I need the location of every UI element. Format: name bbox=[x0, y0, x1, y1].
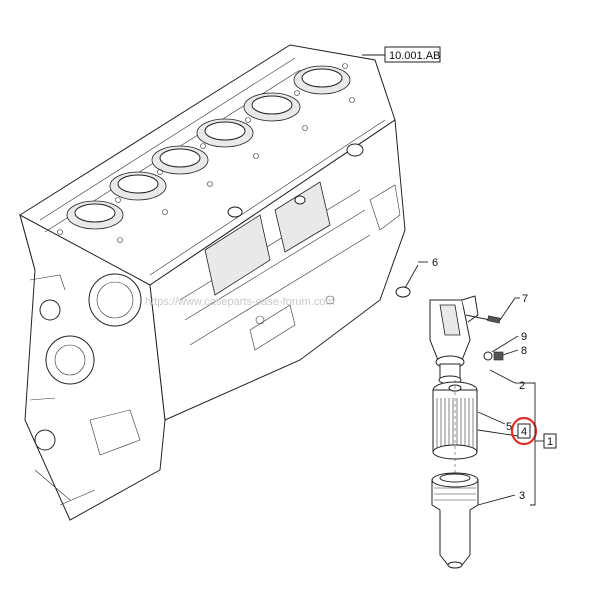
callout-4-box bbox=[517, 423, 531, 439]
callout-2: 2 bbox=[519, 380, 525, 392]
callout-5-group: 5 bbox=[477, 411, 512, 433]
callout-8: 8 bbox=[521, 345, 527, 357]
callout-4: 4 bbox=[521, 426, 527, 438]
engine-block bbox=[19, 44, 406, 521]
reference-box bbox=[384, 46, 441, 63]
assembly-bracket: 1 bbox=[530, 382, 557, 506]
part-3-filter-housing: 3 bbox=[431, 472, 525, 569]
callout-3: 3 bbox=[519, 490, 525, 502]
reference-label: 10.001.AB bbox=[389, 50, 440, 62]
cylinder-bores bbox=[66, 65, 351, 230]
part-8-plug: 8 bbox=[493, 345, 527, 361]
side-face-details bbox=[179, 143, 401, 351]
highlight-circle bbox=[510, 416, 538, 446]
callout-9: 9 bbox=[521, 331, 527, 343]
watermark-text: https://www.caseparts-case-forum.com bbox=[145, 296, 335, 308]
deck-bolt-holes bbox=[57, 63, 355, 243]
part-9-seal: 9 bbox=[483, 331, 527, 361]
callout-4-group: 4 bbox=[477, 416, 538, 446]
part-6-o-ring: 6 bbox=[395, 257, 438, 298]
part-7-bolt: 7 bbox=[465, 293, 528, 324]
part-2-filter-head: 2 bbox=[429, 295, 530, 392]
reference-callout: 10.001.AB bbox=[362, 46, 441, 63]
filter-pleats bbox=[436, 398, 474, 448]
callout-1-box bbox=[543, 433, 557, 449]
front-face-details bbox=[29, 273, 142, 506]
callout-5: 5 bbox=[506, 421, 512, 433]
callout-6: 6 bbox=[432, 257, 438, 269]
callout-7: 7 bbox=[522, 293, 528, 305]
part-4-filter-element bbox=[432, 381, 478, 460]
callout-1: 1 bbox=[547, 436, 553, 448]
